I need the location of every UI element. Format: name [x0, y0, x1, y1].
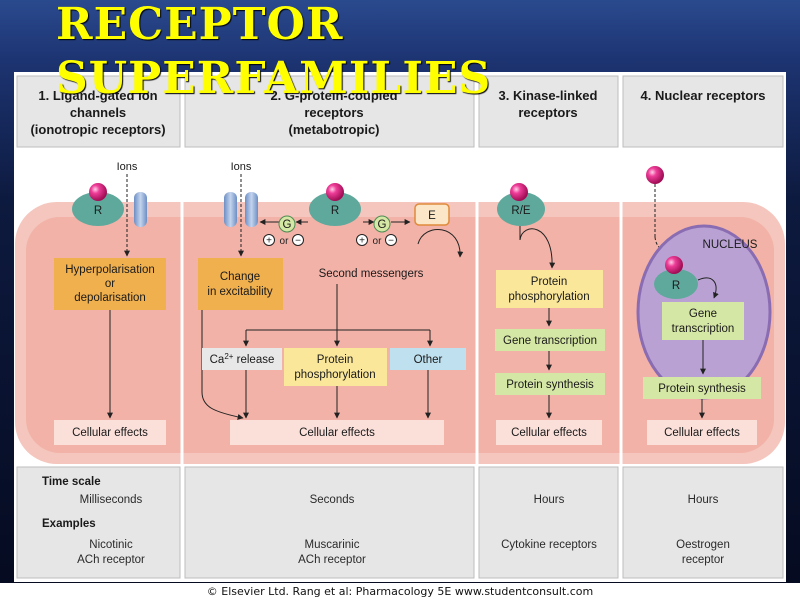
- receptor-2: [309, 192, 361, 226]
- or-label-2: or: [373, 236, 383, 247]
- example-3-line-1: Cytokine receptors: [501, 539, 597, 551]
- column-1-header-line-3: (ionotropic receptors): [30, 122, 165, 137]
- other-label: Other: [414, 354, 443, 366]
- ca-release-box: [202, 348, 282, 370]
- change-in-excitability-line-2: in excitability: [207, 286, 272, 298]
- column-2-gpcr: Ions G + or − R G + or − E Change in exc…: [198, 161, 466, 445]
- column-4-nuclear: NUCLEUS R Gene transcription Protein syn…: [636, 166, 772, 445]
- protein-phosphorylation-gpcr-line-2: phosphorylation: [294, 369, 375, 381]
- protein-phosphorylation-gpcr-line-1: Protein: [317, 354, 353, 366]
- effector-enzyme-label: E: [428, 210, 436, 222]
- cellular-effects-4-box: [647, 420, 757, 445]
- hyperpolarisation-line-1: Hyperpolarisation: [65, 264, 155, 276]
- column-3-header-line-1: 3. Kinase-linked: [499, 88, 598, 103]
- gene-transcription-kinase: Gene transcription: [503, 335, 597, 347]
- second-messengers-label: Second messengers: [319, 268, 424, 280]
- hyperpolarisation-box: [54, 258, 166, 310]
- gene-transcription-nuclear-line-2: transcription: [672, 323, 735, 335]
- column-2-header-line-1: 2. G-protein-coupled: [270, 88, 397, 103]
- cellular-effects-3: Cellular effects: [511, 427, 587, 439]
- example-4-line-1: Oestrogen: [676, 539, 730, 551]
- g-protein-2: [373, 215, 391, 233]
- time-scale-1: Milliseconds: [80, 494, 143, 506]
- column-1-ion-channel: Ions R Hyperpolarisation or depolarisati…: [54, 161, 166, 445]
- protein-phosphorylation-kinase-box: [496, 270, 603, 308]
- cellular-effects-4: Cellular effects: [664, 427, 740, 439]
- ion-channel-subunit-2a: [224, 192, 237, 227]
- minus-symbol-1: −: [295, 236, 301, 247]
- g-protein-1-label: G: [283, 219, 292, 231]
- g-protein-2-label: G: [378, 219, 387, 231]
- change-in-excitability-box: [198, 258, 283, 310]
- time-scale-3: Hours: [534, 494, 565, 506]
- protein-synthesis-nuclear-box: [643, 377, 761, 399]
- ligand-2: [326, 183, 344, 201]
- g-protein-1: [278, 215, 296, 233]
- slide-title: RECEPTOR SUPERFAMILIES: [56, 0, 492, 104]
- gene-transcription-nuclear-box: [662, 302, 744, 340]
- nucleus-label: NUCLEUS: [703, 239, 758, 251]
- plus-symbol-1: +: [266, 236, 272, 247]
- column-1-header-line-1: 1. Ligand-gated ion: [38, 88, 157, 103]
- ion-channel-subunit-1: [134, 192, 147, 227]
- or-label-1: or: [280, 236, 290, 247]
- protein-phosphorylation-gpcr-box: [284, 348, 387, 386]
- column-3-kinase-linked: R/E Protein phosphorylation Gene transcr…: [495, 183, 605, 445]
- receptor-1: [72, 192, 124, 226]
- cellular-effects-2: Cellular effects: [299, 427, 375, 439]
- copyright-notice: © Elsevier Ltd. Rang et al: Pharmacology…: [0, 583, 800, 600]
- ligand-3: [510, 183, 528, 201]
- protein-phosphorylation-kinase-line-1: Protein: [531, 276, 567, 288]
- cellular-effects-1: Cellular effects: [72, 427, 148, 439]
- ca-release-label: Ca2+ release: [210, 352, 275, 367]
- example-1-line-2: ACh receptor: [77, 554, 145, 566]
- cellular-effects-3-box: [496, 420, 602, 445]
- effector-enzyme: [414, 203, 450, 226]
- column-4-header-line-1: 4. Nuclear receptors: [640, 88, 765, 103]
- ions-label-1: Ions: [117, 161, 138, 173]
- example-2-line-1: Muscarinic: [305, 539, 360, 551]
- receptor-superfamilies-figure: 1. Ligand-gated ion channels (ionotropic…: [14, 72, 786, 582]
- protein-synthesis-kinase-box: [495, 373, 605, 395]
- time-scale-2: Seconds: [310, 494, 355, 506]
- column-1-header-line-2: channels: [70, 105, 126, 120]
- column-3-header-line-2: receptors: [518, 105, 577, 120]
- receptor-4-label: R: [672, 280, 680, 292]
- receptor-enzyme: [497, 192, 545, 226]
- receptor-4: [654, 269, 698, 299]
- ligand-1: [89, 183, 107, 201]
- examples-label: Examples: [42, 518, 96, 530]
- time-scale-label: Time scale: [42, 476, 101, 488]
- header-row: 1. Ligand-gated ion channels (ionotropic…: [16, 75, 784, 148]
- ligand-4-bound: [665, 256, 683, 274]
- other-box: [390, 348, 466, 370]
- change-in-excitability-line-1: Change: [220, 271, 260, 283]
- protein-phosphorylation-kinase-line-2: phosphorylation: [508, 291, 589, 303]
- protein-synthesis-kinase: Protein synthesis: [506, 379, 594, 391]
- receptor-2-label: R: [331, 205, 339, 217]
- plus-symbol-2: +: [359, 236, 365, 247]
- ion-channel-subunit-2b: [245, 192, 258, 227]
- cellular-effects-2-box: [230, 420, 444, 445]
- ions-label-2: Ions: [231, 161, 252, 173]
- minus-symbol-2: −: [388, 236, 394, 247]
- bottom-table: Time scale Examples Milliseconds Seconds…: [16, 466, 784, 579]
- cellular-effects-1-box: [54, 420, 166, 445]
- column-2-header-line-3: (metabotropic): [289, 122, 380, 137]
- gene-transcription-nuclear-line-1: Gene: [689, 308, 717, 320]
- example-1-line-1: Nicotinic: [89, 539, 133, 551]
- gene-transcription-kinase-box: [495, 329, 605, 351]
- column-2-header-line-2: receptors: [304, 105, 363, 120]
- time-scale-4: Hours: [688, 494, 719, 506]
- receptor-enzyme-label: R/E: [511, 205, 531, 217]
- hyperpolarisation-line-2: or: [105, 278, 115, 290]
- protein-synthesis-nuclear: Protein synthesis: [658, 383, 746, 395]
- hyperpolarisation-line-3: depolarisation: [74, 292, 146, 304]
- ligand-4: [646, 166, 664, 184]
- example-2-line-2: ACh receptor: [298, 554, 366, 566]
- example-4-line-2: receptor: [682, 554, 724, 566]
- receptor-1-label: R: [94, 205, 102, 217]
